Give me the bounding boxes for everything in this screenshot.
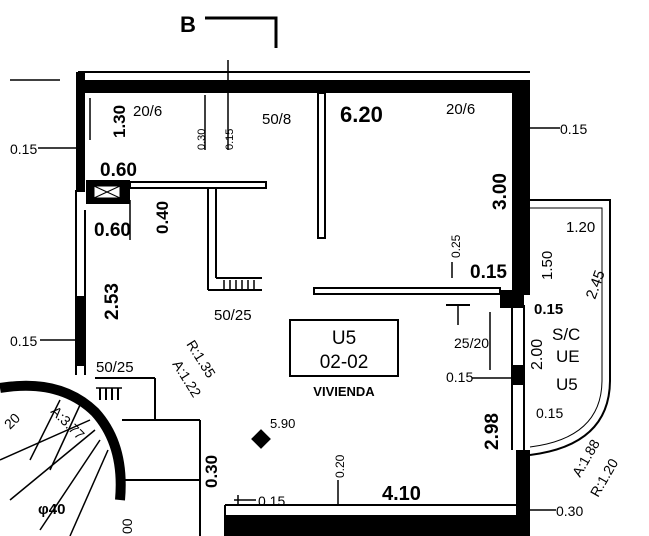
unit-name: U5	[332, 328, 356, 349]
dim-label: 0.15	[224, 129, 236, 150]
unit-type: VIVIENDA	[313, 384, 375, 399]
dim-label: 2.53	[102, 283, 123, 320]
exterior-walls	[75, 71, 530, 536]
dim-label: 0.15	[470, 262, 507, 283]
dim-label: 0.60	[100, 160, 137, 181]
section-marker-label: B	[180, 12, 196, 37]
dim-label: 0.60	[94, 220, 131, 241]
balcony	[529, 199, 611, 456]
dim-label: 0.15	[536, 405, 563, 421]
beam-label: 50/8	[262, 111, 291, 128]
dim-label: 2.45	[583, 268, 609, 301]
beam-label: 20/6	[133, 103, 162, 120]
dim-label: φ40	[38, 501, 65, 518]
level-marker-icon: 5.90	[251, 416, 295, 449]
dim-label: 00	[119, 518, 135, 534]
dim-label: 0.15	[10, 141, 37, 157]
dim-label: 0.15	[258, 493, 285, 509]
beam-label: 50/25	[214, 307, 252, 324]
adjacent-unit-line3: U5	[556, 375, 578, 394]
dim-label: 0.40	[153, 201, 172, 234]
dim-label: 0.15	[10, 333, 37, 349]
dim-label: 1.30	[110, 105, 129, 138]
dim-label: 0.30	[196, 129, 208, 150]
interior-walls	[86, 92, 501, 325]
beam-label: 25/20	[454, 335, 489, 351]
dim-label: 0.30	[202, 455, 221, 488]
dim-label: 0.15	[446, 369, 473, 385]
dim-label: 6.20	[340, 102, 383, 127]
level-label: 5.90	[270, 416, 295, 431]
spiral-stair	[0, 377, 226, 536]
dim-label: 2.00	[529, 339, 546, 370]
dim-label: 0.30	[556, 503, 583, 519]
section-marker: B	[180, 12, 278, 48]
unit-label-box: U5 02-02 VIVIENDA	[289, 319, 399, 399]
dim-label: 0.15	[560, 121, 587, 137]
dim-label: 2.98	[482, 413, 503, 450]
dim-label: 3.00	[490, 173, 511, 210]
dim-label: 1.20	[566, 219, 595, 236]
dim-label: 20	[1, 410, 23, 432]
dim-label: 4.10	[382, 483, 421, 505]
beam-label: 50/25	[96, 359, 134, 376]
dim-label: 0.20	[333, 454, 347, 478]
unit-code: 02-02	[320, 352, 369, 373]
beam-label: 20/6	[446, 101, 475, 118]
adjacent-unit-line2: UE	[556, 347, 580, 366]
dim-label: 0.25	[449, 234, 463, 258]
dim-label: 0.15	[534, 301, 563, 318]
adjacent-unit-line1: S/C	[552, 325, 580, 344]
dim-label: 1.50	[539, 251, 556, 280]
dimension-lines	[10, 60, 560, 511]
